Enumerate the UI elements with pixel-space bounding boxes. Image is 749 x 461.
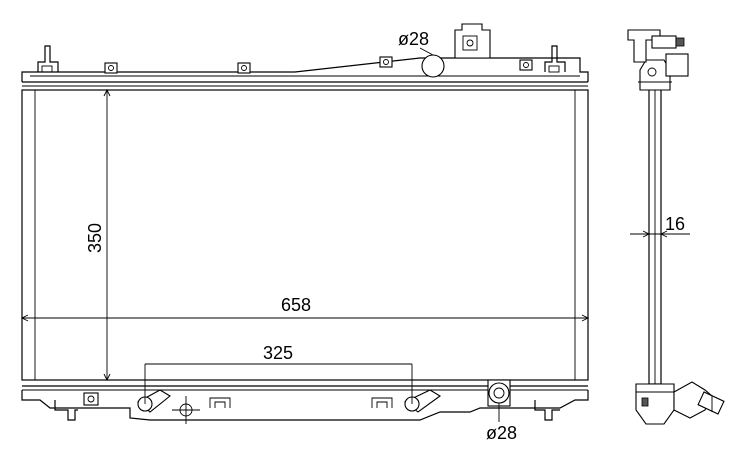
width-dimension: 658 [20,295,590,322]
core-thickness-dimension: 16 [630,214,690,238]
pipe-spacing-dimension: 325 [144,343,413,404]
height-dimension: 350 [85,88,111,382]
side-view: 16 [627,29,725,425]
top-tank [21,23,589,91]
bottom-outlet-diameter-label: ø28 [486,423,517,443]
side-top-tank [627,29,689,91]
pipe-spacing-label: 325 [263,343,293,363]
height-dimension-label: 350 [85,223,105,253]
width-dimension-label: 658 [281,295,311,315]
bottom-tank [21,379,589,424]
bottom-outlet-pipe [487,379,511,407]
top-inlet-pipe [421,54,445,78]
right-cooler-pipe [403,389,441,413]
left-cooler-pipe [137,389,171,413]
core-thickness-label: 16 [665,214,685,234]
side-bottom-tank [635,381,725,425]
top-inlet-diameter-label: ø28 [398,29,429,49]
front-view: 350 658 325 ø28 ø28 [20,23,590,443]
